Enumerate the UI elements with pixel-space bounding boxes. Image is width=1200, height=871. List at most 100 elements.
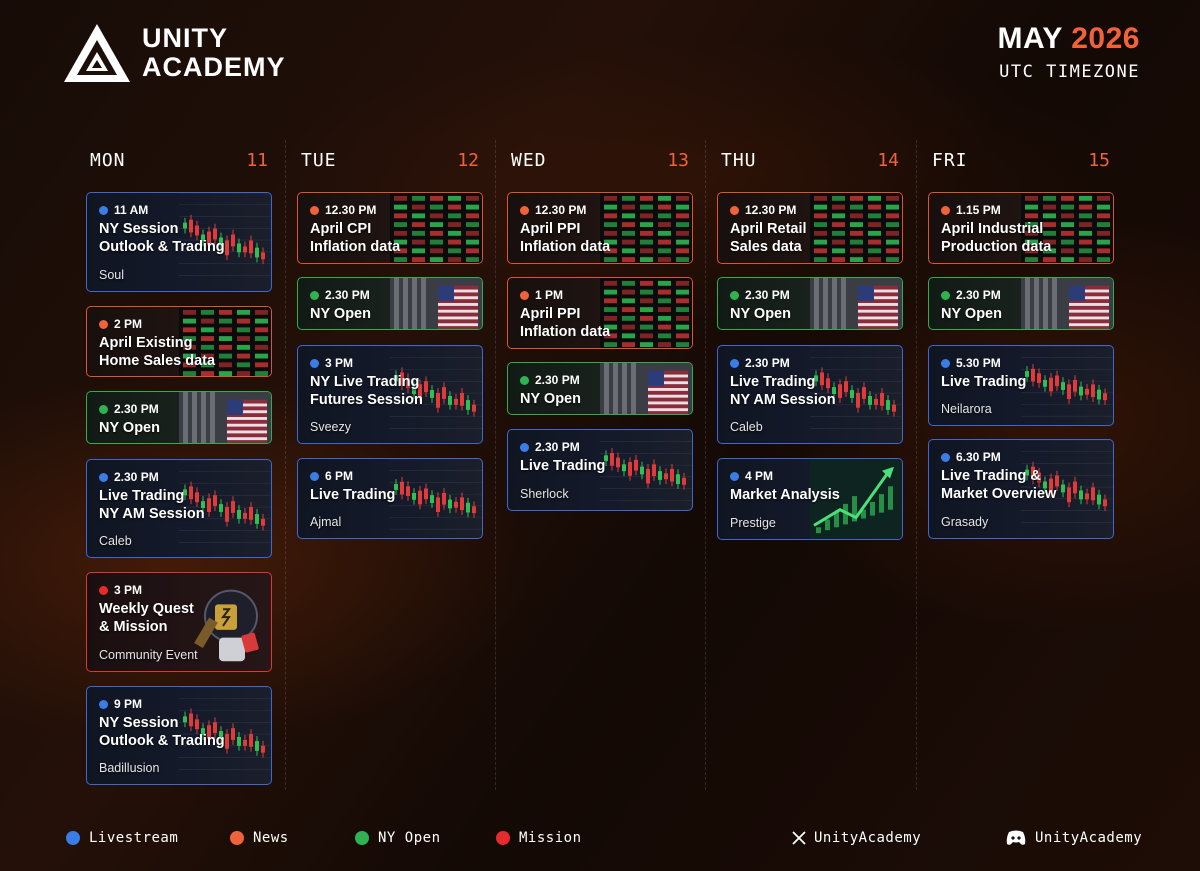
event-card[interactable]: 1 PM April PPI Inflation data (507, 277, 693, 349)
event-title-line: April Retail (730, 221, 807, 237)
event-title: NY Open (520, 390, 692, 408)
legend-mission: Mission (496, 830, 582, 846)
event-title-line: April PPI (520, 306, 581, 322)
event-type-dot-icon (520, 375, 529, 385)
event-type-dot-icon (941, 205, 950, 215)
event-title: Weekly Quest& Mission (99, 600, 271, 636)
event-time: 1.15 PM (956, 203, 1001, 217)
event-type-dot-icon (941, 358, 950, 368)
event-title-line: Live Trading (941, 374, 1027, 390)
ticker-board-icon (600, 278, 692, 348)
event-title-line: Weekly Quest (99, 601, 194, 617)
ticker-board-icon (179, 307, 271, 376)
event-time-row: 5.30 PM (941, 356, 1113, 370)
market-growth-arrow-icon (810, 459, 902, 539)
event-type-dot-icon (99, 319, 108, 329)
event-type-dot-icon (99, 585, 108, 595)
event-title: Live Trading (941, 373, 1113, 391)
candlestick-chart-icon (179, 687, 271, 770)
event-title-line: Inflation data (310, 239, 401, 255)
event-title-line: NY AM Session (730, 392, 836, 408)
event-time-row: 11 AM (99, 203, 271, 217)
event-time: 3 PM (114, 583, 143, 597)
day-name: TUE (301, 150, 337, 171)
event-type-dot-icon (730, 205, 739, 215)
event-title: Market Analysis (730, 486, 902, 504)
candlestick-chart-icon (810, 346, 902, 429)
event-title-line: Outlook & Trading (99, 733, 225, 749)
ny-stock-exchange-icon (179, 392, 271, 443)
day-name: FRI (932, 150, 968, 171)
event-time: 5.30 PM (956, 356, 1001, 370)
day-date: 14 (877, 150, 899, 171)
livestream-dot-icon (66, 831, 80, 845)
year-label: 2026 (1071, 22, 1140, 55)
event-time: 2.30 PM (114, 470, 159, 484)
event-title: April PPI Inflation data (520, 305, 692, 341)
x-social-link[interactable]: UnityAcademy (792, 830, 921, 846)
day-name: THU (721, 150, 757, 171)
event-time: 1 PM (535, 288, 564, 302)
event-title: Live Trading NY AM Session (730, 373, 902, 409)
column-divider (916, 140, 917, 790)
event-host: Sherlock (520, 487, 569, 501)
legend-news: News (230, 830, 289, 846)
discord-logo-icon (1006, 830, 1026, 845)
event-host: Caleb (730, 420, 763, 434)
event-title-line: NY AM Session (99, 506, 205, 522)
column-divider (705, 140, 706, 790)
event-title-line: April Existing (99, 335, 193, 351)
event-title-line: NY Open (99, 420, 160, 436)
event-content: 1 PM April PPI Inflation data (508, 278, 692, 341)
candlestick-chart-icon (600, 430, 692, 501)
event-time: 6 PM (325, 469, 354, 483)
event-title-line: Inflation data (520, 239, 611, 255)
event-title-line: NY Open (730, 306, 791, 322)
brand-line-1: UNITY (142, 23, 228, 53)
ticker-board-icon (600, 193, 692, 263)
event-host: Prestige (730, 516, 776, 530)
event-time-row: 2.30 PM (941, 288, 1113, 302)
candlestick-chart-icon (1021, 346, 1113, 417)
ticker-board-icon (390, 193, 482, 263)
event-title-line: NY Session (99, 221, 179, 237)
event-title-line: Live Trading (730, 374, 816, 390)
event-time-row: 6 PM (310, 469, 482, 483)
event-title-line: Inflation data (520, 324, 611, 340)
candlestick-chart-icon (179, 193, 271, 276)
event-time: 2.30 PM (956, 288, 1001, 302)
event-host: Neilarora (941, 402, 992, 416)
day-date: 15 (1088, 150, 1110, 171)
news-dot-icon (230, 831, 244, 845)
discord-social-link[interactable]: UnityAcademy (1005, 830, 1142, 846)
